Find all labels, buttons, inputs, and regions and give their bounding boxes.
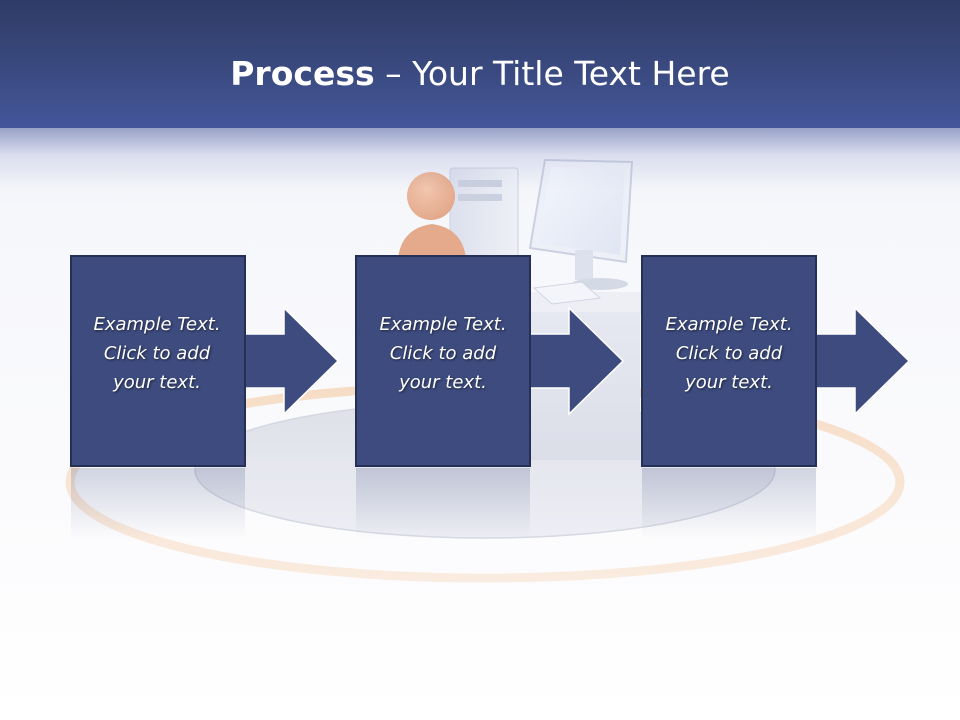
- header-bar: [0, 0, 960, 128]
- step-box-2-reflection: [356, 468, 530, 538]
- step-box-1-reflection: [71, 468, 245, 538]
- person-body: [398, 224, 466, 258]
- step-box-2: [355, 255, 531, 467]
- title-rest: – Your Title Text Here: [374, 54, 730, 93]
- step-1-line-2: Click to add: [103, 343, 211, 364]
- tower-drive-2: [458, 194, 502, 201]
- step-2-line-2: Click to add: [389, 343, 497, 364]
- step-box-1: [70, 255, 246, 467]
- monitor-stand: [575, 250, 593, 280]
- tower-drive: [458, 180, 502, 187]
- process-step-3[interactable]: [641, 255, 911, 538]
- step-box-3-reflection: [642, 468, 816, 538]
- title-bold: Process: [230, 54, 375, 93]
- step-3-text[interactable]: Example Text. Click to add your text.: [643, 310, 815, 397]
- step-3-line-2: Click to add: [675, 343, 783, 364]
- step-1-line-3: your text.: [113, 372, 201, 393]
- step-1-line-1: Example Text.: [93, 314, 221, 335]
- keyboard: [532, 281, 602, 305]
- step-box-3: [641, 255, 817, 467]
- step-2-line-3: your text.: [399, 372, 487, 393]
- right-arrow-icon: [808, 306, 911, 416]
- step-1-text[interactable]: Example Text. Click to add your text.: [71, 310, 243, 397]
- process-step-2[interactable]: [355, 255, 625, 538]
- process-step-1[interactable]: [70, 255, 340, 538]
- step-2-text[interactable]: Example Text. Click to add your text.: [357, 310, 529, 397]
- monitor-screen: [537, 167, 625, 255]
- slide-title[interactable]: Process – Your Title Text Here: [0, 50, 960, 98]
- step-3-line-3: your text.: [685, 372, 773, 393]
- step-3-line-1: Example Text.: [665, 314, 793, 335]
- step-2-line-1: Example Text.: [379, 314, 507, 335]
- person-head: [407, 172, 455, 220]
